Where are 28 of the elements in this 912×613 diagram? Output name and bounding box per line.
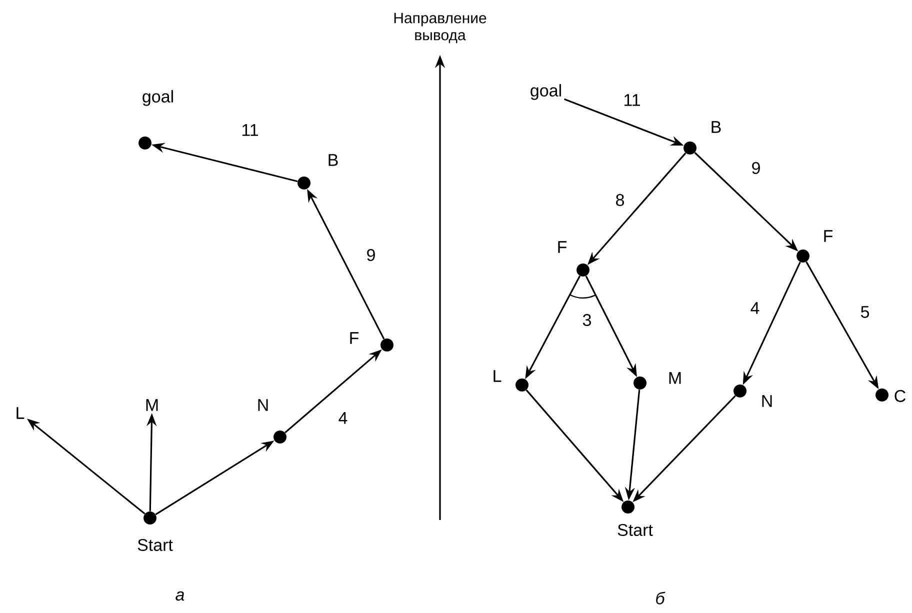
edge-label: 11 — [624, 94, 640, 106]
edge-label: 5 — [860, 306, 870, 318]
node-label: F — [824, 230, 833, 242]
panel-label: а — [176, 591, 184, 601]
direction-label: Направление вывода — [394, 12, 486, 44]
node-text: M — [146, 399, 158, 411]
node-label: Start — [138, 538, 173, 552]
edge-label: 9 — [367, 248, 375, 262]
panel-label: б — [656, 592, 666, 604]
node-label: L — [494, 370, 502, 382]
node-text: L — [16, 407, 24, 419]
arc-label: 3 — [582, 314, 591, 326]
edge-label: 9 — [752, 162, 760, 174]
edge-label: 8 — [616, 194, 624, 206]
node-label: B — [328, 154, 338, 166]
edge-label: 11 — [242, 124, 258, 136]
edge-label: 4 — [750, 302, 760, 314]
node-label: N — [762, 395, 772, 407]
node-label: M — [669, 372, 681, 384]
node-label: N — [258, 399, 268, 411]
node-text: goal — [530, 84, 561, 100]
node-label: B — [712, 121, 721, 133]
node-label: C — [894, 390, 906, 402]
node-label: Start — [618, 524, 653, 536]
node-label: goal — [142, 90, 173, 106]
node-label: F — [350, 332, 359, 344]
edge-label: 4 — [338, 412, 348, 424]
node-label: F — [558, 241, 567, 253]
